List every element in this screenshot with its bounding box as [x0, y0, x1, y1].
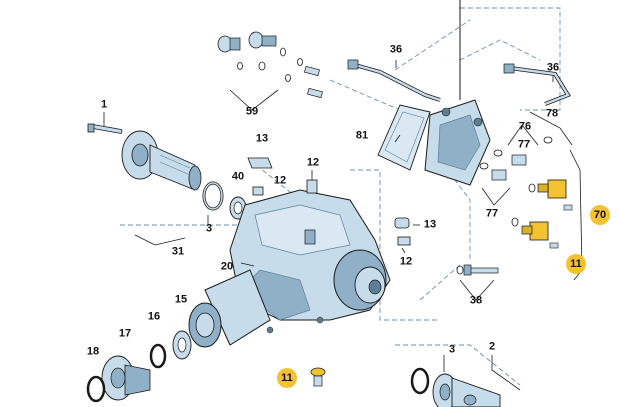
callout-36-right: 36	[546, 61, 560, 74]
pipe-part-36-right	[503, 63, 571, 106]
plug-part-13-right	[394, 217, 410, 229]
callout-13-top: 13	[255, 132, 269, 145]
plug-part-12-c	[397, 236, 411, 246]
bolt-part-1	[87, 123, 123, 134]
callout-17: 17	[118, 327, 132, 340]
solenoid-group-11	[511, 217, 559, 249]
ring-part-3-left	[202, 181, 224, 211]
pipe-part-36-left	[347, 59, 441, 102]
callout-81: 81	[355, 129, 369, 142]
callout-16: 16	[147, 310, 161, 323]
callout-badge-11-right: 11	[566, 254, 586, 274]
callout-36-left: 36	[389, 43, 403, 56]
fittings-part-76	[479, 136, 553, 181]
flange-shaft-part	[121, 130, 202, 191]
solenoid-group-70	[528, 179, 573, 211]
bracket-77-b	[481, 187, 511, 206]
callout-40: 40	[231, 170, 245, 183]
bracket-78	[529, 111, 573, 146]
flange-part-2	[432, 373, 501, 407]
small-parts-group-59	[217, 31, 323, 99]
bracket-31	[134, 234, 186, 246]
callout-77-b: 77	[485, 207, 499, 220]
callout-18: 18	[86, 345, 100, 358]
callout-badge-11-bottom: 11	[277, 368, 297, 388]
ring-part-16	[149, 343, 167, 369]
callout-77-a: 77	[517, 138, 531, 151]
callout-12-a: 12	[273, 174, 287, 187]
bracket-38	[459, 279, 495, 301]
callout-3-bottom: 3	[448, 343, 456, 356]
plate-part-81	[377, 104, 431, 171]
control-unit-part	[424, 99, 491, 186]
callout-12-c: 12	[399, 255, 413, 268]
transfer-case-housing-part-20	[188, 189, 391, 348]
bolt-part-38	[456, 264, 499, 276]
callout-13-right: 13	[423, 218, 437, 231]
bracket-77-a	[507, 124, 539, 146]
callout-badge-70: 70	[590, 205, 610, 225]
dashed-assembly-lines	[120, 7, 561, 386]
callout-76: 76	[518, 120, 532, 133]
callout-20: 20	[220, 260, 234, 273]
callout-1: 1	[100, 98, 108, 111]
callout-12-b: 12	[306, 156, 320, 169]
ring-part-18	[86, 375, 106, 403]
bracket-70-11	[569, 149, 583, 281]
callout-59: 59	[245, 105, 259, 118]
plug-part-12-a	[252, 186, 264, 196]
callout-3-left: 3	[205, 222, 213, 235]
callout-15: 15	[174, 293, 188, 306]
ring-part-3-bottom	[410, 367, 430, 395]
callout-31: 31	[171, 245, 185, 258]
bracket-2	[491, 355, 521, 391]
callout-2: 2	[488, 340, 496, 353]
plug-part-12-b	[306, 170, 318, 194]
clip-part-13-top	[247, 157, 273, 169]
callout-78: 78	[545, 107, 559, 120]
flange-part-17	[101, 355, 151, 401]
ring-part-15	[172, 330, 192, 360]
bracket-59	[229, 89, 279, 111]
plug-part-11-bottom	[310, 367, 326, 387]
callout-38: 38	[469, 294, 483, 307]
